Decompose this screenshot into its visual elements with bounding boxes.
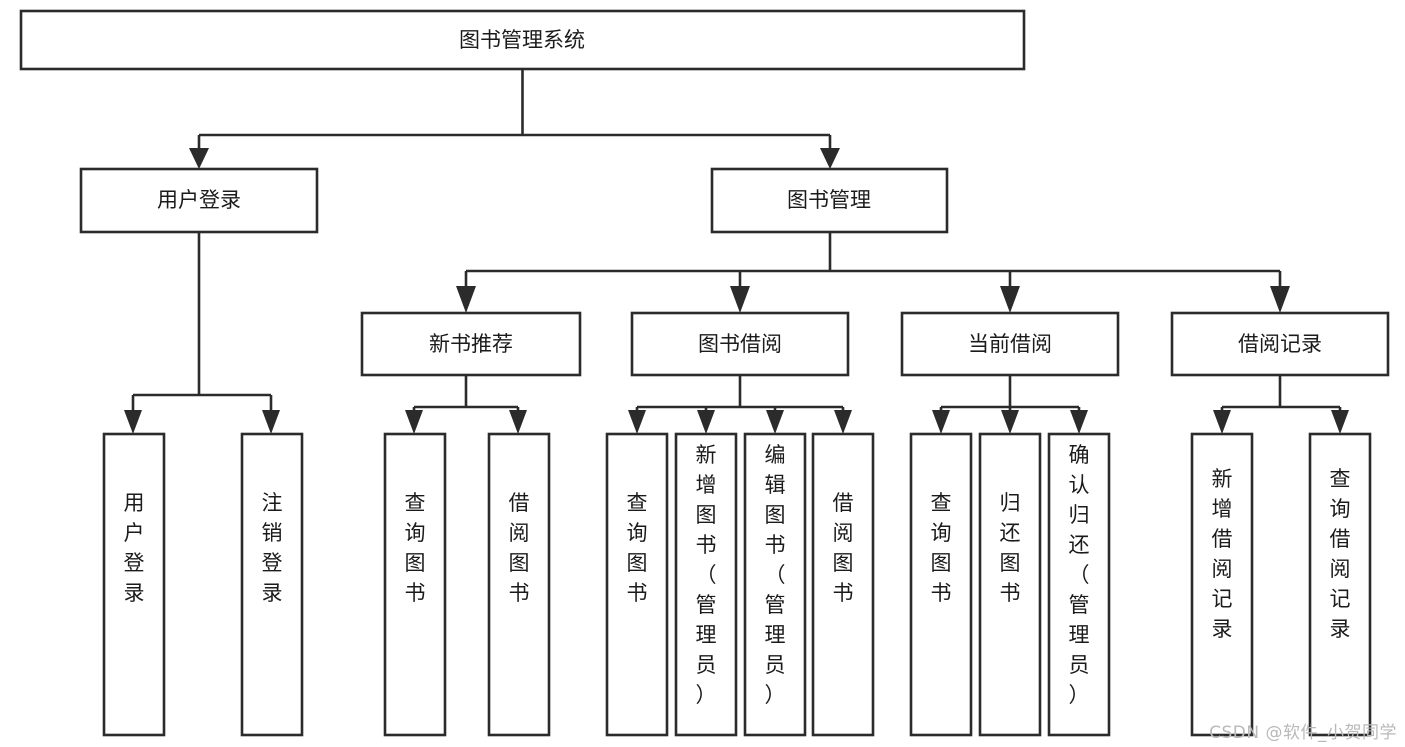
arrow-head-bookborrow-leaf-1 bbox=[628, 410, 646, 434]
arrow-head-currentborrow-leaf-2 bbox=[1001, 410, 1019, 434]
arrow-head-currentborrow-leaf-3 bbox=[1070, 410, 1088, 434]
leaf-user-login-box[interactable] bbox=[102, 432, 166, 737]
leaf-borrowrecord-add-box[interactable] bbox=[1190, 432, 1254, 737]
leaf-borrowrecord-query-label: 查询借阅记录 bbox=[1330, 467, 1351, 641]
node-book-borrow-box[interactable] bbox=[630, 311, 850, 377]
leaf-node[interactable]: 用户登录 bbox=[102, 432, 166, 737]
leaf-currentborrow-query-box[interactable] bbox=[909, 432, 973, 737]
node-borrow-record-label: 借阅记录 bbox=[1238, 332, 1322, 356]
node-borrow-record-box[interactable] bbox=[1170, 311, 1390, 377]
arrow-head-bookborrow-leaf-2 bbox=[697, 410, 715, 434]
leaf-bookborrow-edit-label: 编辑图书（管理员） bbox=[765, 443, 786, 707]
arrow-head-bookborrow-leaf-3 bbox=[766, 410, 784, 434]
node-book-manage-label: 图书管理 bbox=[787, 188, 871, 212]
arrow-head-book-manage bbox=[820, 148, 840, 169]
leaf-newbook-borrow-box[interactable] bbox=[487, 432, 551, 737]
leaf-node[interactable]: 确认归还（管理员） bbox=[1047, 432, 1111, 737]
arrow-head-newbook-leaf-1 bbox=[405, 410, 423, 434]
leaf-currentborrow-confirm-label: 确认归还（管理员） bbox=[1069, 443, 1090, 707]
node-current-borrow-label: 当前借阅 bbox=[968, 332, 1052, 356]
leaf-bookborrow-query-label: 查询图书 bbox=[627, 491, 648, 605]
connector-group bbox=[124, 69, 1349, 434]
leaf-bookborrow-borrow-box[interactable] bbox=[811, 432, 875, 737]
node-new-book-recommend-label: 新书推荐 bbox=[429, 332, 513, 356]
leaf-bookborrow-edit-box[interactable] bbox=[743, 432, 807, 737]
leaf-node[interactable]: 借阅图书 bbox=[811, 432, 875, 737]
leaf-newbook-query-label: 查询图书 bbox=[405, 491, 426, 605]
node-user-login-label: 用户登录 bbox=[157, 188, 241, 212]
leaf-newbook-borrow-label: 借阅图书 bbox=[509, 491, 530, 605]
arrow-head-leaf-user-login bbox=[124, 410, 142, 434]
leaf-bookborrow-query-box[interactable] bbox=[605, 432, 669, 737]
arrow-head-borrow-record bbox=[1270, 286, 1290, 313]
arrow-head-currentborrow-leaf-1 bbox=[932, 410, 950, 434]
node-new-book-recommend[interactable]: 新书推荐 bbox=[360, 311, 582, 377]
leaf-node[interactable]: 归还图书 bbox=[978, 432, 1042, 737]
leaf-borrowrecord-add-label: 新增借阅记录 bbox=[1212, 467, 1233, 641]
leaf-node[interactable]: 新增借阅记录 bbox=[1190, 432, 1254, 737]
arrow-head-bookborrow-leaf-4 bbox=[834, 410, 852, 434]
leaf-node[interactable]: 查询借阅记录 bbox=[1308, 432, 1372, 737]
leaf-currentborrow-query-label: 查询图书 bbox=[931, 491, 952, 605]
leaf-bookborrow-add-label: 新增图书（管理员） bbox=[696, 443, 717, 707]
leaf-currentborrow-return-label: 归还图书 bbox=[1000, 491, 1021, 605]
leaf-bookborrow-borrow-label: 借阅图书 bbox=[833, 491, 854, 605]
leaf-borrowrecord-query-box[interactable] bbox=[1308, 432, 1372, 737]
leaf-node[interactable]: 编辑图书（管理员） bbox=[743, 432, 807, 737]
node-new-book-recommend-box[interactable] bbox=[360, 311, 582, 377]
leaf-node[interactable]: 查询图书 bbox=[909, 432, 973, 737]
leaf-node[interactable]: 查询图书 bbox=[383, 432, 447, 737]
node-current-borrow-box[interactable] bbox=[900, 311, 1120, 377]
leaf-newbook-query-box[interactable] bbox=[383, 432, 447, 737]
leaf-bookborrow-add-box[interactable] bbox=[674, 432, 738, 737]
arrow-head-new-book bbox=[456, 286, 476, 313]
node-user-login-box[interactable] bbox=[79, 167, 319, 234]
node-root-label: 图书管理系统 bbox=[459, 28, 585, 52]
arrow-head-borrowrecord-leaf-1 bbox=[1213, 410, 1231, 434]
leaf-logout-box[interactable] bbox=[240, 432, 304, 737]
node-book-manage-box[interactable] bbox=[710, 167, 949, 234]
arrow-head-borrowrecord-leaf-2 bbox=[1331, 410, 1349, 434]
arrow-head-current-borrow bbox=[1000, 286, 1020, 313]
csdn-watermark: CSDN @软件_小贺同学 bbox=[1209, 723, 1397, 743]
node-book-borrow-label: 图书借阅 bbox=[698, 332, 782, 356]
leaf-node[interactable]: 查询图书 bbox=[605, 432, 669, 737]
leaf-node[interactable]: 借阅图书 bbox=[487, 432, 551, 737]
node-current-borrow[interactable]: 当前借阅 bbox=[900, 311, 1120, 377]
node-user-login[interactable]: 用户登录 bbox=[79, 167, 319, 234]
node-book-borrow[interactable]: 图书借阅 bbox=[630, 311, 850, 377]
leaf-currentborrow-return-box[interactable] bbox=[978, 432, 1042, 737]
arrow-head-user-login bbox=[189, 148, 209, 169]
arrow-head-leaf-logout bbox=[262, 410, 280, 434]
leaf-logout-label: 注销登录 bbox=[262, 491, 283, 605]
leaf-user-login-label: 用户登录 bbox=[124, 491, 145, 605]
leaf-node[interactable]: 注销登录 bbox=[240, 432, 304, 737]
node-root[interactable]: 图书管理系统 bbox=[19, 9, 1026, 71]
arrow-head-book-borrow bbox=[730, 286, 750, 313]
arrow-head-newbook-leaf-2 bbox=[509, 410, 527, 434]
leaf-node[interactable]: 新增图书（管理员） bbox=[674, 432, 738, 737]
node-root-box[interactable] bbox=[19, 9, 1026, 71]
leaf-currentborrow-confirm-box[interactable] bbox=[1047, 432, 1111, 737]
node-borrow-record[interactable]: 借阅记录 bbox=[1170, 311, 1390, 377]
node-book-manage[interactable]: 图书管理 bbox=[710, 167, 949, 234]
